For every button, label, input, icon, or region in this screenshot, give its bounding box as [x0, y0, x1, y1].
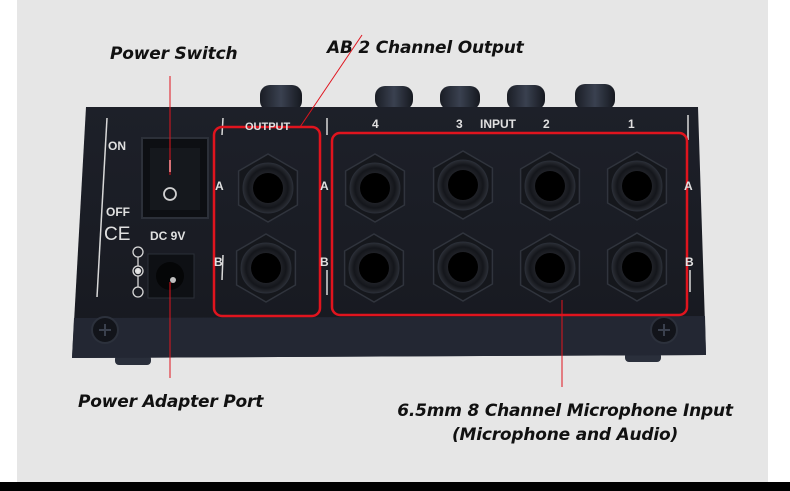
leader-lines	[169, 34, 563, 387]
power-switch[interactable]	[141, 137, 209, 219]
channel-number-2: 2	[543, 117, 550, 131]
panel-divider-lines	[96, 115, 691, 298]
label-on: ON	[108, 139, 126, 153]
row-label-b-mid: B	[320, 255, 329, 269]
channel-number-3: 3	[456, 117, 463, 131]
input-jack-1b[interactable]	[606, 232, 668, 302]
polarity-symbol	[132, 246, 144, 298]
knob-2[interactable]	[507, 85, 545, 110]
input-jack-1a[interactable]	[606, 151, 668, 221]
volume-knobs	[260, 84, 615, 111]
label-output: OUTPUT	[245, 121, 291, 133]
input-jack-4b[interactable]	[343, 233, 405, 303]
power-adapter-port[interactable]	[147, 253, 195, 299]
ce-mark: CE	[104, 224, 130, 245]
screw-right	[650, 316, 678, 344]
input-jack-4a[interactable]	[344, 153, 406, 223]
row-label-b-left: B	[214, 255, 223, 269]
callout-mic-input: 6.5mm 8 Channel Microphone Input (Microp…	[395, 399, 735, 447]
input-jack-2b[interactable]	[519, 233, 581, 303]
output-jack-b[interactable]	[235, 233, 297, 303]
label-input: INPUT	[480, 117, 517, 131]
screw-left	[91, 316, 119, 344]
knob-output[interactable]	[260, 85, 302, 111]
knob-3[interactable]	[440, 86, 480, 110]
input-jack-3b[interactable]	[432, 232, 494, 302]
row-label-a-mid: A	[320, 179, 329, 193]
knob-4[interactable]	[375, 86, 413, 110]
knob-1[interactable]	[575, 84, 615, 110]
row-label-b-right: B	[685, 255, 694, 269]
row-label-a-left: A	[215, 179, 224, 193]
callout-power-adapter: Power Adapter Port	[78, 392, 264, 412]
callout-ab-output: AB 2 Channel Output	[327, 38, 524, 58]
channel-number-1: 1	[628, 117, 635, 131]
input-highlight-box	[330, 131, 689, 317]
input-jack-2a[interactable]	[519, 151, 581, 221]
output-jack-a[interactable]	[237, 153, 299, 223]
callout-power-switch: Power Switch	[110, 44, 238, 64]
bottom-black-band	[0, 482, 790, 491]
output-highlight-box	[212, 125, 322, 318]
label-off: OFF	[106, 205, 130, 219]
callout-mic-input-line2: (Microphone and Audio)	[451, 425, 679, 445]
jack-group	[235, 150, 668, 303]
row-label-a-right: A	[684, 179, 693, 193]
input-jack-3a[interactable]	[432, 150, 494, 220]
device-bottom-lip	[72, 316, 706, 358]
channel-number-4: 4	[372, 117, 379, 131]
label-dc-9v: DC 9V	[150, 229, 185, 243]
callout-mic-input-line1: 6.5mm 8 Channel Microphone Input	[397, 401, 733, 421]
